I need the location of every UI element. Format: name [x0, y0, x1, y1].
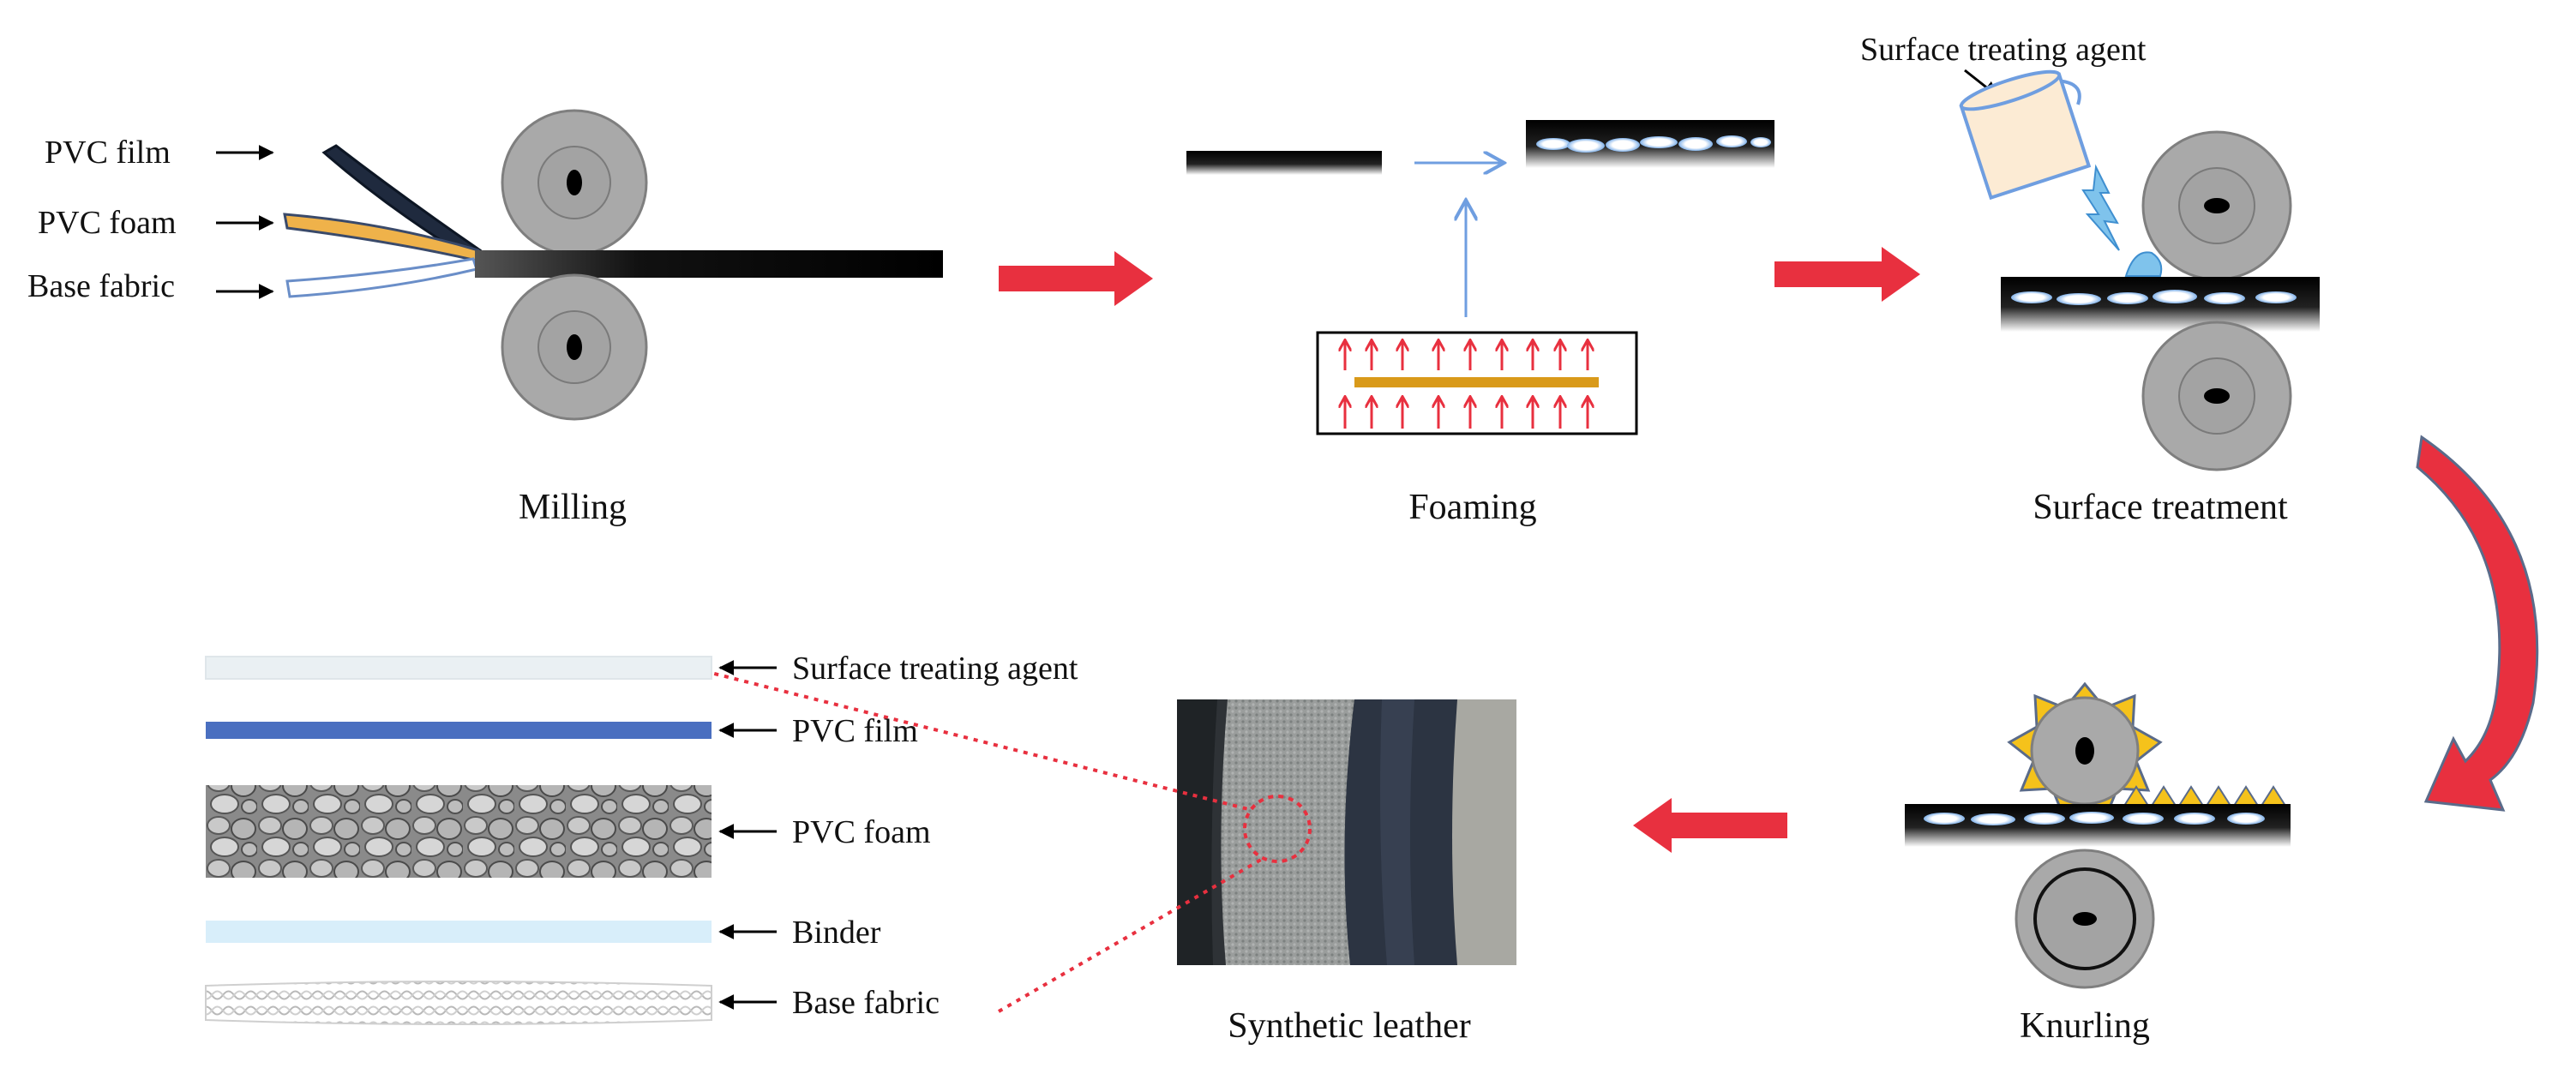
- layer-base-fabric-label: Base fabric: [792, 985, 940, 1021]
- surface-agent-label: Surface treating agent: [1860, 32, 2147, 68]
- layer-binder-label: Binder: [792, 915, 881, 951]
- base-fabric-strip: [285, 257, 478, 298]
- foam-bubbles: [1536, 135, 1771, 153]
- treated-sheet-bubbles: [2011, 290, 2297, 305]
- agent-droplet: [2124, 251, 2163, 277]
- treated-sheet: [2001, 277, 2320, 332]
- base-fabric-input-label: Base fabric: [27, 268, 175, 304]
- zoom-circle: [1243, 795, 1312, 863]
- layer-structure: Surface treating agent PVC film PVC foam…: [205, 651, 1078, 1025]
- pvc-film-input-label: PVC film: [45, 135, 171, 171]
- knurling-stage: Knurling: [1905, 681, 2291, 1046]
- layer-pvc-film: [206, 722, 712, 739]
- surface-treatment-stage: Surface treating agent S: [1860, 32, 2320, 527]
- lower-mill-roller: [501, 273, 648, 421]
- agent-container: [1959, 69, 2092, 201]
- milled-sheet: [475, 250, 943, 278]
- layer-pvc-film-label: PVC film: [792, 713, 918, 749]
- layer-pvc-foam-label: PVC foam: [792, 814, 931, 850]
- foaming-step-label: Foaming: [1408, 488, 1536, 527]
- process-arrow-surface-to-knurling: [2416, 435, 2539, 812]
- synthetic-leather-photo: [1177, 699, 1516, 965]
- agent-stream: [2081, 164, 2120, 251]
- process-arrow-milling-to-foaming: [999, 251, 1153, 306]
- knurled-sheet-bubbles: [1924, 812, 2265, 825]
- upper-treatment-roller: [2141, 130, 2292, 281]
- knurled-sheet: [1905, 804, 2291, 847]
- zoom-line-top: [694, 667, 1252, 812]
- layer-binder: [206, 921, 712, 943]
- layer-pvc-foam: [206, 785, 712, 878]
- milling-stage: PVC film PVC foam Base fabric Milling: [27, 109, 943, 527]
- milling-step-label: Milling: [519, 488, 627, 527]
- knurling-step-label: Knurling: [2020, 1006, 2150, 1046]
- lower-heat-arrows: [1345, 398, 1588, 429]
- foaming-stage: Foaming: [1186, 120, 1774, 527]
- lower-treatment-roller: [2141, 321, 2292, 471]
- process-arrow-knurling-to-leather: [1633, 798, 1787, 853]
- pvc-foam-input-label: PVC foam: [38, 205, 177, 241]
- synthetic-leather-label: Synthetic leather: [1228, 1006, 1470, 1046]
- process-arrow-foaming-to-surface: [1774, 247, 1920, 302]
- surface-treatment-step-label: Surface treatment: [2033, 488, 2288, 527]
- unfoamed-sheet: [1186, 151, 1382, 175]
- upper-heat-arrows: [1345, 341, 1588, 370]
- layer-surface-agent: [205, 656, 712, 680]
- heater-bar: [1354, 377, 1599, 387]
- upper-mill-roller: [501, 109, 648, 256]
- knurling-roller: [2007, 681, 2163, 820]
- layer-base-fabric: [205, 981, 712, 1025]
- layer-surface-agent-label: Surface treating agent: [792, 651, 1078, 687]
- knurling-back-roller: [2015, 849, 2155, 989]
